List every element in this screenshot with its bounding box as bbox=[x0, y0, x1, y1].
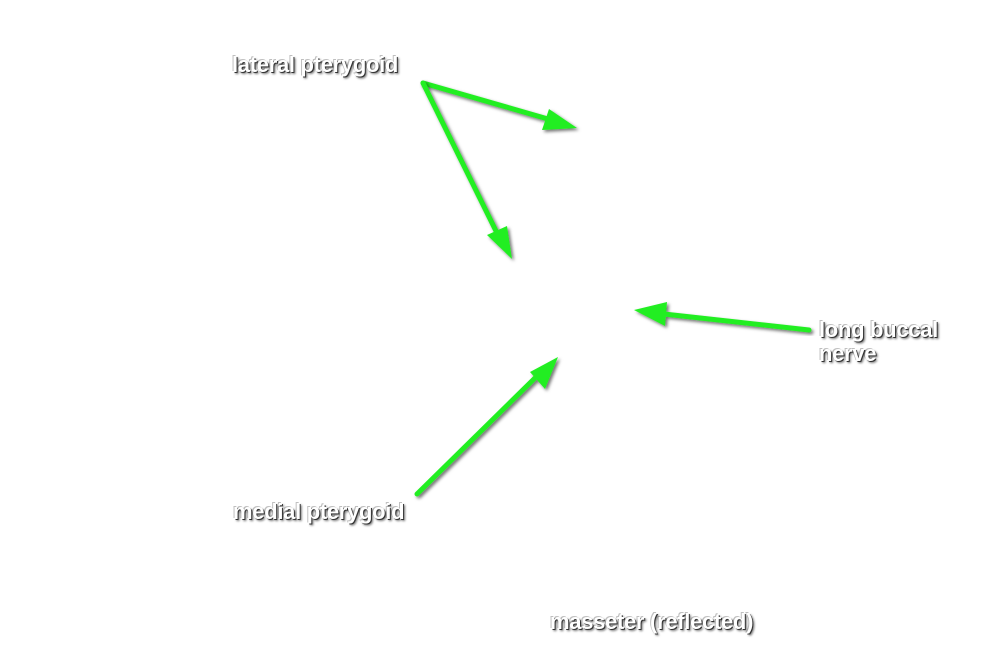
label-medial-pterygoid: medial pterygoid bbox=[233, 499, 405, 524]
arrow-lateral-pterygoid-upper bbox=[420, 80, 577, 130]
arrow-lateral-pterygoid-lower bbox=[420, 80, 512, 259]
label-masseter-reflected: masseter (reflected) bbox=[550, 609, 754, 634]
label-long-buccal-nerve-line1: long buccal bbox=[819, 317, 938, 342]
label-lateral-pterygoid: lateral pterygoid bbox=[232, 52, 399, 77]
label-long-buccal-nerve-line2: nerve bbox=[819, 341, 877, 366]
arrow-long-buccal-nerve bbox=[634, 302, 812, 333]
arrow-medial-pterygoid bbox=[414, 357, 558, 497]
label-long-buccal-nerve: long buccal nerve bbox=[819, 318, 938, 366]
